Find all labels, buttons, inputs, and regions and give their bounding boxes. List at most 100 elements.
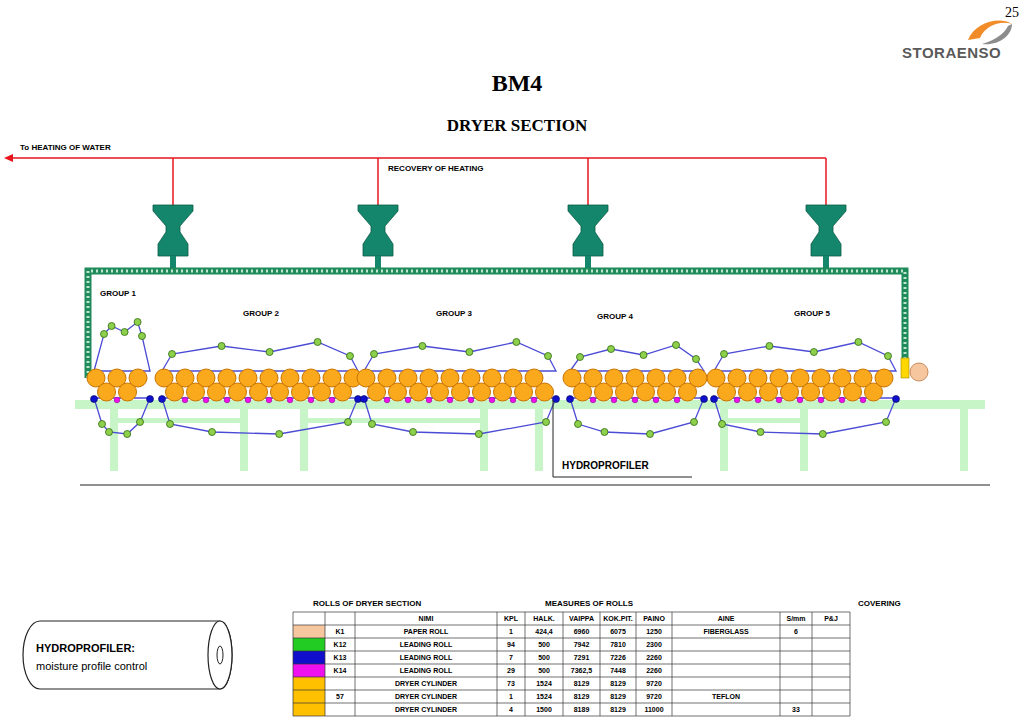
leading-roll bbox=[839, 397, 845, 403]
table-cell: 7291 bbox=[563, 651, 600, 664]
leading-roll bbox=[734, 397, 740, 403]
leading-roll bbox=[883, 419, 890, 426]
leading-roll bbox=[447, 397, 453, 403]
table-rule bbox=[780, 612, 781, 716]
leading-roll bbox=[855, 339, 862, 346]
fan-duct bbox=[823, 256, 829, 269]
floor-line bbox=[80, 485, 990, 486]
frame-leg bbox=[480, 409, 488, 471]
pipe-label: RECOVERY OF HEATING bbox=[388, 164, 483, 173]
leading-roll bbox=[711, 396, 718, 403]
leading-roll bbox=[776, 397, 782, 403]
leading-roll bbox=[108, 323, 115, 330]
upper-felt bbox=[364, 342, 556, 371]
machine-frame bbox=[75, 400, 985, 409]
lower-felt bbox=[94, 398, 150, 434]
frame-leg bbox=[240, 409, 248, 471]
paper-roll bbox=[910, 363, 928, 381]
leading-roll bbox=[468, 397, 474, 403]
table-rule bbox=[293, 612, 294, 716]
leading-roll bbox=[134, 319, 141, 326]
page-title: BM4 bbox=[492, 70, 543, 97]
leading-roll bbox=[101, 331, 108, 338]
leading-roll bbox=[567, 396, 574, 403]
column-header: HALK. bbox=[525, 612, 563, 625]
leading-roll bbox=[371, 351, 378, 358]
leading-roll bbox=[577, 354, 584, 361]
leading-roll bbox=[147, 396, 154, 403]
frame-leg bbox=[300, 409, 308, 471]
hood-end bbox=[901, 358, 909, 378]
leading-roll bbox=[860, 397, 866, 403]
table-heading: COVERING bbox=[858, 599, 901, 608]
table-cell: K14 bbox=[325, 664, 355, 677]
leading-roll bbox=[673, 342, 680, 349]
upper-felt bbox=[162, 342, 358, 371]
group-label: GROUP 3 bbox=[436, 309, 472, 318]
cylinder-hub bbox=[217, 646, 223, 664]
table-rule bbox=[293, 664, 850, 665]
heat-recovery-pipe bbox=[172, 158, 174, 205]
leading-roll bbox=[405, 397, 411, 403]
table-cell: 94 bbox=[497, 638, 525, 651]
table-cell: FIBERGLASS bbox=[672, 625, 780, 638]
exhaust-fan bbox=[806, 205, 846, 256]
frame-leg bbox=[800, 409, 808, 471]
table-rule bbox=[293, 690, 850, 691]
heat-recovery-pipe bbox=[12, 157, 826, 159]
table-cell: 57 bbox=[325, 690, 355, 703]
table-cell: 500 bbox=[525, 638, 563, 651]
box-text: HYDROPROFILER:moisture profile control bbox=[22, 620, 234, 674]
leading-roll bbox=[139, 333, 146, 340]
table-rule bbox=[672, 612, 673, 716]
leading-roll bbox=[691, 419, 698, 426]
table-cell: 500 bbox=[525, 651, 563, 664]
leading-roll bbox=[797, 397, 803, 403]
leading-roll bbox=[693, 356, 700, 363]
table-cell: PAPER ROLL bbox=[355, 625, 497, 638]
leading-roll bbox=[266, 349, 273, 356]
leading-roll bbox=[224, 397, 230, 403]
color-swatch bbox=[293, 677, 325, 690]
column-header: P&J bbox=[812, 612, 850, 625]
table-cell: 8129 bbox=[600, 703, 636, 716]
lower-felt bbox=[714, 398, 896, 434]
leading-roll bbox=[426, 397, 432, 403]
leading-roll bbox=[647, 431, 654, 438]
fan-duct bbox=[375, 256, 381, 269]
frame-beam bbox=[728, 418, 800, 423]
table-cell: 1500 bbox=[525, 703, 563, 716]
table-cell: LEADING ROLL bbox=[355, 664, 497, 677]
table-cell: 1 bbox=[497, 690, 525, 703]
dryer-cylinder bbox=[689, 369, 707, 387]
table-cell: 424,4 bbox=[525, 625, 563, 638]
column-header: KOK.PIT. bbox=[600, 612, 636, 625]
leading-roll bbox=[209, 429, 216, 436]
table-cell: 73 bbox=[497, 677, 525, 690]
leading-roll bbox=[114, 397, 120, 403]
leading-roll bbox=[287, 397, 293, 403]
leading-roll bbox=[308, 397, 314, 403]
leading-roll bbox=[361, 396, 368, 403]
exhaust-fan bbox=[568, 205, 608, 256]
table-rule bbox=[293, 638, 850, 639]
hood bbox=[88, 271, 905, 378]
leading-roll bbox=[885, 353, 892, 360]
leading-roll bbox=[345, 419, 352, 426]
table-cell: 2260 bbox=[636, 664, 672, 677]
subtitle: DRYER SECTION bbox=[447, 116, 588, 136]
dryer-cylinder bbox=[129, 369, 147, 387]
leading-roll bbox=[575, 421, 582, 428]
color-swatch bbox=[293, 664, 325, 677]
leading-roll bbox=[757, 429, 764, 436]
leading-roll bbox=[121, 329, 128, 336]
table-rule bbox=[355, 612, 356, 716]
pipe-label: To HEATING OF WATER bbox=[20, 143, 111, 152]
fan-duct bbox=[585, 256, 591, 269]
frame-leg bbox=[960, 409, 968, 471]
column-header: S/mm bbox=[780, 612, 812, 625]
heat-recovery-pipe bbox=[825, 158, 827, 205]
table-cell: 8129 bbox=[563, 677, 600, 690]
exhaust-fan bbox=[358, 205, 398, 256]
